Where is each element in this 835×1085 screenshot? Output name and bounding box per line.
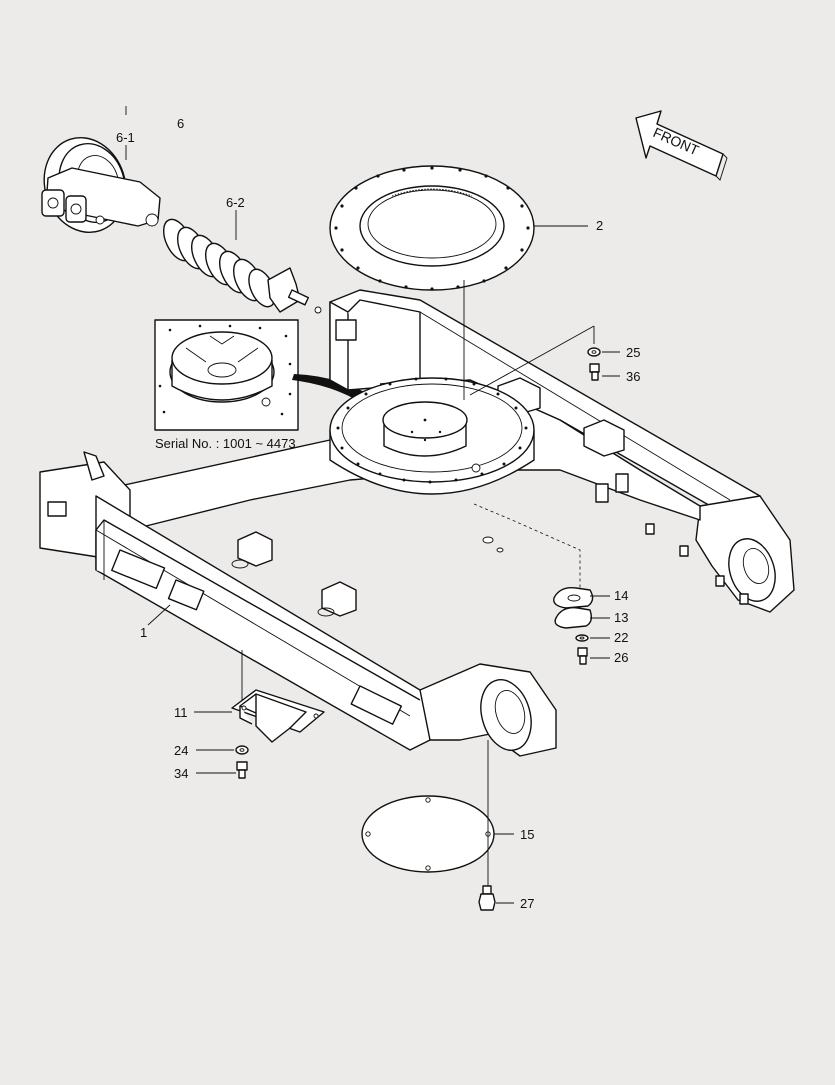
washer-22 bbox=[575, 634, 589, 642]
lower-frame bbox=[39, 289, 795, 757]
callout-1: 1 bbox=[140, 625, 147, 640]
callout-15: 15 bbox=[520, 827, 534, 842]
cover-plate-15 bbox=[361, 795, 495, 873]
washer-25 bbox=[587, 347, 601, 357]
front-arrow-icon: FRONT bbox=[635, 110, 728, 181]
inset-pointer bbox=[292, 374, 378, 410]
bolt-36 bbox=[589, 363, 600, 381]
plate-14 bbox=[553, 587, 594, 609]
idler-assembly bbox=[41, 137, 322, 314]
callout-labels: 6 6-1 6-2 2 25 36 14 13 22 26 1 11 24 34… bbox=[116, 116, 640, 911]
callout-36: 36 bbox=[626, 369, 640, 384]
callout-24: 24 bbox=[174, 743, 188, 758]
callout-14: 14 bbox=[614, 588, 628, 603]
callout-6-2: 6-2 bbox=[226, 195, 245, 210]
callout-6-1: 6-1 bbox=[116, 130, 135, 145]
callout-27: 27 bbox=[520, 896, 534, 911]
callout-25: 25 bbox=[626, 345, 640, 360]
bolt-27 bbox=[478, 885, 496, 911]
leader-lines bbox=[125, 106, 620, 904]
bracket-part bbox=[231, 689, 325, 743]
washer-24 bbox=[235, 745, 249, 755]
serial-inset bbox=[154, 319, 299, 431]
swing-bearing bbox=[329, 165, 535, 291]
serial-note: Serial No. : 1001 ~ 4473 bbox=[155, 436, 296, 451]
callout-34: 34 bbox=[174, 766, 188, 781]
callout-22: 22 bbox=[614, 630, 628, 645]
callout-26: 26 bbox=[614, 650, 628, 665]
callout-2: 2 bbox=[596, 218, 603, 233]
shim-13 bbox=[554, 607, 593, 629]
callout-6: 6 bbox=[177, 116, 184, 131]
callout-13: 13 bbox=[614, 610, 628, 625]
bolt-26 bbox=[577, 647, 588, 665]
bolt-34 bbox=[236, 761, 248, 779]
callout-11: 11 bbox=[174, 705, 188, 720]
